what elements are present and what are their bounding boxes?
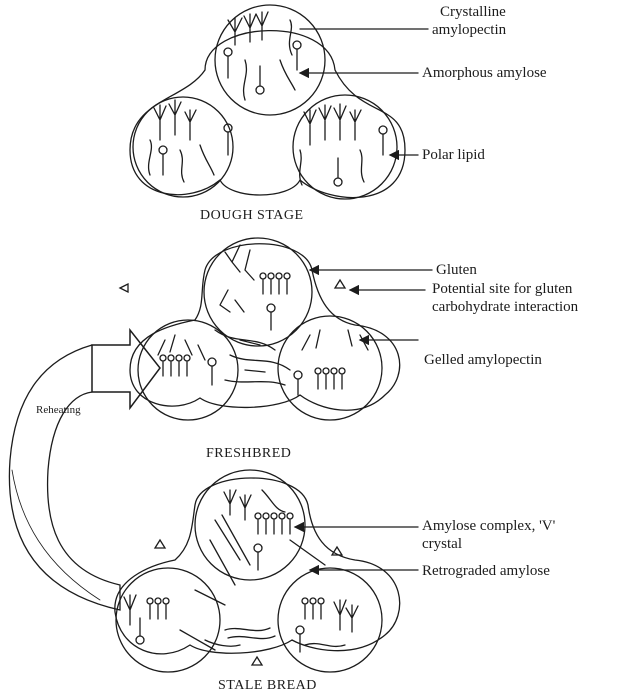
polar-lipid: [224, 48, 232, 56]
stage-title-fresh: FRESHBRED: [206, 446, 291, 462]
dough-granule-left: [133, 97, 233, 197]
fresh-stage-structure: [120, 238, 432, 420]
dough-stage-structure: [130, 5, 428, 199]
polar-lipid: [296, 626, 304, 634]
stale-granule-left: [116, 568, 220, 672]
interaction-site-marker: [252, 657, 262, 665]
polar-lipid: [379, 126, 387, 134]
retrograded-amylose: [225, 628, 275, 639]
fresh-granule-top: [204, 238, 312, 346]
stage-title-stale: STALE BREAD: [218, 678, 317, 694]
label-reheating: Reheating: [36, 404, 81, 416]
polar-lipid: [334, 178, 342, 186]
fresh-granule-right: [278, 316, 382, 420]
label-amorphous-amylose: Amorphous amylose: [422, 65, 547, 82]
label-retrograded-amylose: Retrograded amylose: [422, 563, 550, 580]
gelled-amylopectin: [302, 330, 368, 350]
label-potential-site-line2: carbohydrate interaction: [432, 299, 578, 316]
lipid-cluster: [263, 280, 287, 294]
polar-lipid: [254, 544, 262, 552]
polar-lipid: [293, 41, 301, 49]
interaction-site-marker: [335, 280, 345, 288]
fresh-envelope: [130, 244, 400, 410]
label-polar-lipid: Polar lipid: [422, 147, 485, 164]
dough-envelope: [130, 31, 405, 198]
gelled-amylopectin: [220, 245, 254, 312]
stale-envelope: [115, 478, 400, 654]
amylopectin-branch: [154, 100, 196, 140]
label-potential-site-line1: Potential site for gluten: [432, 281, 572, 298]
v-crystal-cluster: [305, 605, 321, 619]
label-crystalline-line2: amylopectin: [432, 22, 506, 39]
stale-granule-right: [278, 568, 382, 672]
v-crystal-cluster: [150, 605, 166, 619]
amylose-strand: [149, 140, 214, 182]
amylopectin-branch: [124, 595, 136, 625]
stage-title-dough: DOUGH STAGE: [200, 208, 304, 224]
v-crystal-cluster: [258, 520, 290, 534]
lipid-cluster: [318, 375, 342, 389]
retrograded-amylose: [180, 590, 240, 650]
amylopectin-branch: [304, 104, 361, 145]
polar-lipid: [136, 636, 144, 644]
dough-granule-right: [293, 95, 397, 199]
polar-lipid: [267, 304, 275, 312]
stale-stage-structure: [115, 470, 418, 672]
polar-lipid: [208, 358, 216, 366]
label-amylose-complex-line2: crystal: [422, 536, 462, 553]
amylopectin-branch: [224, 490, 251, 520]
label-gelled-amylopectin: Gelled amylopectin: [424, 352, 542, 369]
polar-lipid: [256, 86, 264, 94]
lipid-cluster: [163, 362, 187, 376]
retrograded-amylose: [305, 644, 345, 647]
label-crystalline-line1: Crystalline: [440, 4, 506, 21]
amylose-strand: [300, 150, 364, 185]
amylopectin-branch: [228, 12, 268, 45]
label-gluten: Gluten: [436, 262, 477, 279]
dough-granule-top: [215, 5, 325, 115]
polar-lipid: [294, 371, 302, 379]
polar-lipid: [159, 146, 167, 154]
stale-granule-top: [195, 470, 305, 580]
label-amylose-complex-line1: Amylose complex, 'V': [422, 518, 555, 535]
amylopectin-branch: [334, 600, 358, 632]
interaction-site-marker: [155, 540, 165, 548]
interaction-site-marker: [120, 284, 128, 292]
